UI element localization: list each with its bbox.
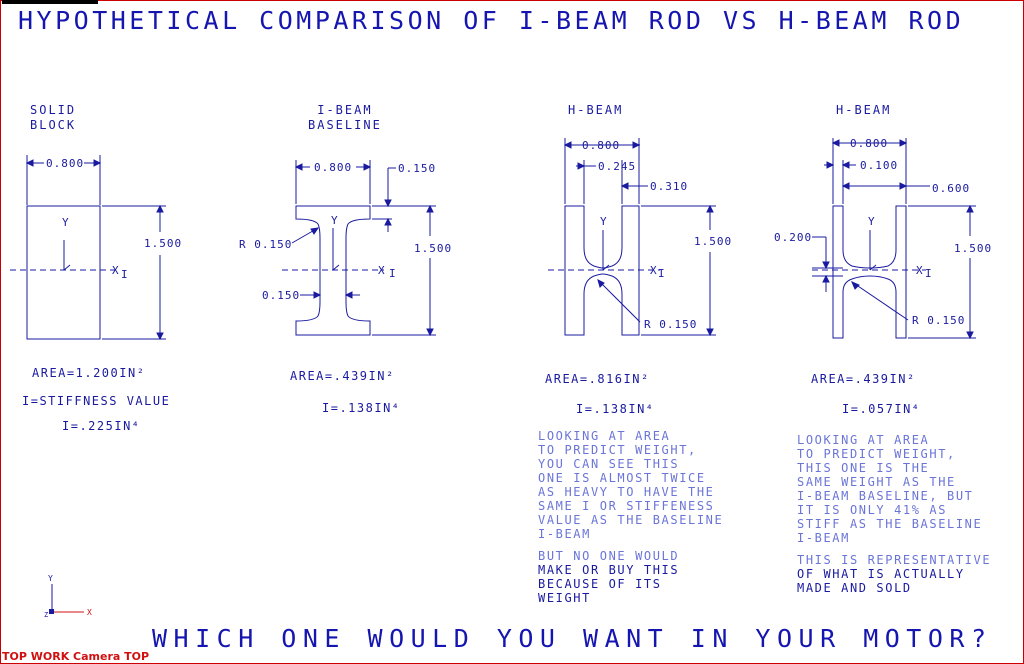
hbeam1-note2-line: BUT NO ONE WOULD	[538, 549, 680, 563]
hbeam1-note-line: AS HEAVY TO HAVE THE	[538, 485, 715, 499]
hbeam2-note: LOOKING AT AREA TO PREDICT WEIGHT, THIS …	[797, 433, 982, 545]
coordinate-triad	[49, 584, 84, 614]
hbeam2-note-line: TO PREDICT WEIGHT,	[797, 447, 956, 461]
hbeam2-note-line: LOOKING AT AREA	[797, 433, 930, 447]
ibeam-header-line2: BASELINE	[308, 118, 382, 132]
hbeam1-note-line: YOU CAN SEE THIS	[538, 457, 680, 471]
bottom-question: WHICH ONE WOULD YOU WANT IN YOUR MOTOR?	[152, 624, 993, 653]
hbeam1-y-label: Y	[600, 215, 608, 228]
hbeam2-note2-line: OF WHAT IS ACTUALLY	[797, 567, 965, 581]
ibeam-flange-dim: 0.150	[398, 162, 437, 175]
hbeam1-note-line: VALUE AS THE BASELINE	[538, 513, 724, 527]
hbeam2-slot-dim: 0.100	[860, 159, 899, 172]
triad-x-label: X	[87, 608, 92, 617]
hbeam1-note2-line: WEIGHT	[538, 591, 591, 605]
hbeam1-x-label: X	[650, 264, 658, 277]
ibeam-height-dim: 1.500	[414, 242, 453, 255]
solid-header-line1: SOLID	[30, 103, 77, 117]
solid-stiffness-label: I=STIFFNESS VALUE	[22, 394, 171, 408]
ibeam-inertia: I=.138IN⁴	[322, 401, 401, 415]
ibeam-shape	[282, 160, 436, 337]
hbeam1-radius-dim: R 0.150	[644, 318, 698, 331]
hbeam1-header: H-BEAM	[568, 103, 624, 117]
hbeam2-header: H-BEAM	[836, 103, 892, 117]
hbeam2-width-dim: 0.800	[850, 137, 889, 150]
hbeam2-note-line: I-BEAM	[797, 531, 850, 545]
hbeam2-note2: THIS IS REPRESENTATIVE OF WHAT IS ACTUAL…	[797, 553, 991, 595]
triad-y-label: Y	[48, 574, 53, 583]
hbeam2-note2-line: MADE AND SOLD	[797, 581, 912, 595]
hbeam1-width-dim: 0.800	[582, 139, 621, 152]
ibeam-header: I-BEAM BASELINE	[308, 103, 382, 133]
window-tab[interactable]	[2, 0, 98, 4]
hbeam2-y-label: Y	[868, 215, 876, 228]
hbeam1-note-line: I-BEAM	[538, 527, 591, 541]
hbeam2-web-dim: 0.200	[774, 231, 813, 244]
hbeam2-depth-dim: 0.600	[932, 182, 971, 195]
solid-header-line2: BLOCK	[30, 118, 77, 132]
hbeam1-note: LOOKING AT AREA TO PREDICT WEIGHT, YOU C…	[538, 429, 723, 541]
hbeam2-note-line: I-BEAM BASELINE, BUT	[797, 489, 974, 503]
hbeam1-depth-dim: 0.310	[650, 180, 689, 193]
hbeam2-inertia: I=.057IN⁴	[842, 402, 921, 416]
solid-width-dim: 0.800	[46, 157, 85, 170]
hbeam1-note-line: LOOKING AT AREA	[538, 429, 671, 443]
solid-y-label: Y	[62, 216, 70, 229]
hbeam2-note-line: SAME WEIGHT AS THE	[797, 475, 956, 489]
hbeam1-note-line: SAME I OR STIFFENESS	[538, 499, 715, 513]
hbeam2-radius-dim: R 0.150	[912, 314, 966, 327]
ibeam-x-label: X	[378, 264, 386, 277]
solid-inertia: I=.225IN⁴	[62, 419, 141, 433]
ibeam-area: AREA=.439IN²	[290, 369, 395, 383]
hbeam1-note-line: ONE IS ALMOST TWICE	[538, 471, 706, 485]
ibeam-header-line1: I-BEAM	[317, 103, 373, 117]
hbeam2-note-line: THIS ONE IS THE	[797, 461, 930, 475]
solid-x-label: X	[112, 264, 120, 277]
ibeam-width-dim: 0.800	[314, 161, 353, 174]
ibeam-radius-dim: R 0.150	[239, 238, 293, 251]
hbeam2-note-line: IT IS ONLY 41% AS	[797, 503, 948, 517]
hbeam1-note2: BUT NO ONE WOULD MAKE OR BUY THIS BECAUS…	[538, 549, 679, 605]
hbeam2-area: AREA=.439IN²	[811, 372, 916, 386]
page-title: HYPOTHETICAL COMPARISON OF I-BEAM ROD VS…	[18, 6, 965, 35]
hbeam1-note-line: TO PREDICT WEIGHT,	[538, 443, 697, 457]
ibeam-web-dim: 0.150	[262, 289, 301, 302]
hbeam1-height-dim: 1.500	[694, 235, 733, 248]
hbeam2-x-label: X	[916, 264, 924, 277]
ibeam-i-label: I	[389, 267, 397, 280]
hbeam1-note2-line: BECAUSE OF ITS	[538, 577, 662, 591]
hbeam2-i-label: I	[925, 267, 933, 280]
hbeam1-note2-line: MAKE OR BUY THIS	[538, 563, 680, 577]
hbeam1-shape	[548, 138, 716, 337]
hbeam1-area: AREA=.816IN²	[545, 372, 650, 386]
solid-area: AREA=1.200IN²	[32, 366, 146, 380]
hbeam1-i-label: I	[658, 267, 666, 280]
solid-height-dim: 1.500	[144, 237, 183, 250]
solid-block-shape	[10, 155, 166, 341]
ibeam-y-label: Y	[331, 214, 339, 227]
solid-i-label: I	[121, 268, 129, 281]
solid-header: SOLID BLOCK	[30, 103, 76, 133]
viewport-label: TOP WORK Camera TOP	[2, 650, 150, 663]
hbeam1-slot-dim: 0.245	[598, 160, 637, 173]
hbeam1-inertia: I=.138IN⁴	[576, 402, 655, 416]
hbeam2-height-dim: 1.500	[954, 242, 993, 255]
hbeam2-note2-line: THIS IS REPRESENTATIVE	[797, 553, 992, 567]
hbeam2-shape	[812, 138, 976, 340]
triad-z-label: Z	[44, 611, 49, 619]
hbeam2-note-line: STIFF AS THE BASELINE	[797, 517, 983, 531]
